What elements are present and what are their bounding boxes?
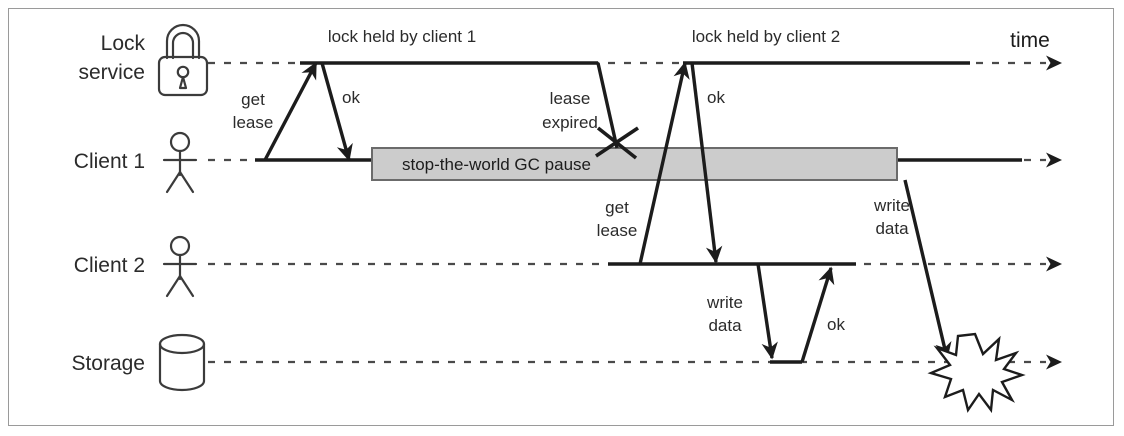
message-label-write-data-client-1-line1: write [873,196,910,215]
message-arrow-ok-to-client-1 [320,62,353,162]
lane-label-client-2: Client 2 [74,254,145,277]
time-arrow-client-1 [1046,152,1062,168]
collision-burst-icon [927,332,1026,414]
time-arrow-storage [1046,354,1062,370]
message-arrow-get-lease-client-2 [638,61,690,265]
message-arrow-get-lease-client-1 [263,61,318,161]
time-arrow-client-2 [1046,256,1062,272]
stick-figure-icon [162,235,198,298]
message-label-write-data-client-2-line1: write [706,293,743,312]
message-arrow-ok-storage-to-client-2 [800,266,835,363]
lane-label-lock-service-line2: service [78,61,145,84]
message-arrow-ok-to-client-2 [690,62,723,264]
stop-the-world-gc-pause-label: stop-the-world GC pause [402,155,591,174]
message-label-get-lease-client-1-line2: lease [233,113,274,132]
database-cylinder-icon [158,333,206,392]
message-label-ok-to-client-1: ok [342,88,360,107]
message-label-lease-expired-line2: expired [542,113,598,132]
message-label-get-lease-client-1-line1: get [241,90,265,109]
message-label-ok-storage-to-client-2: ok [827,315,845,334]
lane-label-lock-service-line1: Lock [101,32,146,55]
message-label-write-data-client-2-line2: data [708,316,742,335]
stop-the-world-gc-pause-box [371,147,898,181]
message-label-get-lease-client-2-line2: lease [597,221,638,240]
diagram-frame [8,8,1114,426]
lane-label-storage: Storage [71,352,145,375]
message-label-get-lease-client-2-line1: get [605,198,629,217]
message-label-write-data-client-1-line2: data [875,219,909,238]
message-arrow-write-data-client-1 [903,179,952,360]
message-arrow-write-data-client-2 [756,263,778,360]
lease-expired-cross-stroke-2 [596,126,638,160]
time-axis-label: time [1010,29,1050,52]
message-arrow-lease-expired [596,62,619,149]
time-arrow-lock-service [1046,55,1062,71]
stick-figure-icon [162,131,198,194]
span-label-lock-held-client-2: lock held by client 2 [692,27,840,46]
padlock-icon [157,23,209,97]
message-label-lease-expired-line1: lease [550,89,591,108]
message-label-ok-to-client-2: ok [707,88,725,107]
span-label-lock-held-client-1: lock held by client 1 [328,27,476,46]
lane-label-client-1: Client 1 [74,150,145,173]
